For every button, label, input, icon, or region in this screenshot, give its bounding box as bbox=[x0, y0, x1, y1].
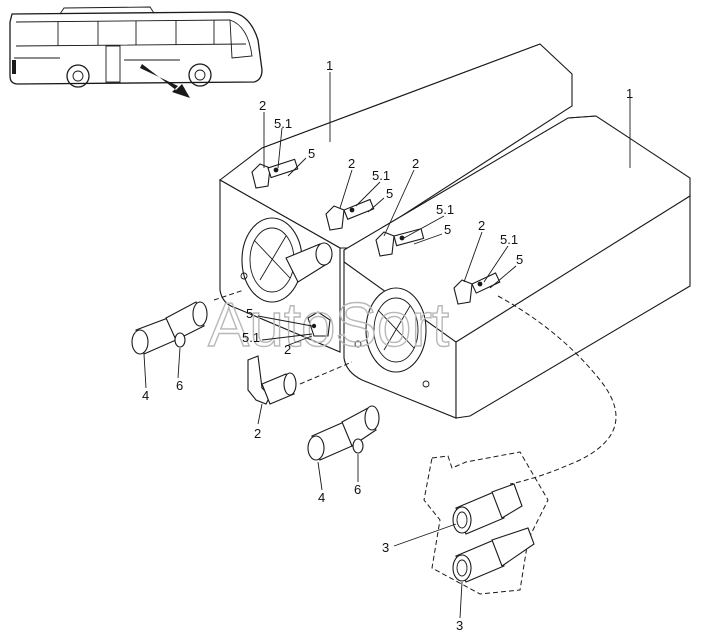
callout-plug-mid: 6 bbox=[354, 482, 361, 497]
hose-path-left bbox=[213, 289, 353, 385]
callout-fitting-d-sub: 5.1 bbox=[500, 232, 518, 247]
callout-fitting-c: 2 bbox=[412, 156, 419, 171]
callout-drain-fitting: 2 bbox=[284, 342, 291, 357]
fuel-tank-left bbox=[219, 43, 573, 353]
elbow-fitting bbox=[247, 355, 297, 405]
callout-coupling-top: 3 bbox=[382, 540, 389, 555]
detail-boundary bbox=[423, 451, 549, 595]
callout-fitting-b-pipe: 5 bbox=[386, 186, 393, 201]
callout-fitting-c-sub: 5.1 bbox=[436, 202, 454, 217]
callout-fitting-b-sub: 5.1 bbox=[372, 168, 390, 183]
fitting-a bbox=[251, 158, 299, 189]
callout-cap-left: 4 bbox=[142, 388, 149, 403]
bus-thumbnail bbox=[9, 6, 263, 98]
hose-path-right bbox=[497, 295, 617, 485]
callout-fitting-a-pipe: 5 bbox=[308, 146, 315, 161]
callout-cap-mid: 4 bbox=[318, 490, 325, 505]
fitting-b bbox=[325, 198, 375, 231]
callout-fitting-c-pipe: 5 bbox=[444, 222, 451, 237]
callout-fitting-a: 2 bbox=[259, 98, 266, 113]
callout-elbow: 2 bbox=[254, 426, 261, 441]
fitting-d bbox=[453, 272, 501, 305]
filler-cap-left bbox=[131, 301, 208, 355]
plug-left bbox=[174, 332, 186, 348]
callout-tank-right: 1 bbox=[626, 86, 633, 101]
watermark-text: AutoSort bbox=[208, 291, 449, 360]
callout-fitting-a-sub: 5.1 bbox=[274, 116, 292, 131]
coupling-top bbox=[452, 483, 523, 535]
filler-cap-mid bbox=[307, 405, 380, 461]
callout-fitting-b: 2 bbox=[348, 156, 355, 171]
callout-fitting-d-pipe: 5 bbox=[516, 252, 523, 267]
callout-coupling-bottom: 3 bbox=[456, 618, 463, 633]
leader-lines bbox=[143, 72, 631, 619]
coupling-bottom bbox=[452, 527, 535, 583]
callout-tank-left: 1 bbox=[326, 58, 333, 73]
fitting-c bbox=[375, 228, 425, 257]
drain-fitting bbox=[307, 311, 331, 337]
callout-fitting-d: 2 bbox=[478, 218, 485, 233]
callout-drain-pipe: 5 bbox=[246, 306, 253, 321]
callout-drain-sub: 5.1 bbox=[242, 330, 260, 345]
plug-mid bbox=[352, 438, 364, 454]
callout-plug-left: 6 bbox=[176, 378, 183, 393]
fuel-tank-right bbox=[343, 115, 691, 419]
